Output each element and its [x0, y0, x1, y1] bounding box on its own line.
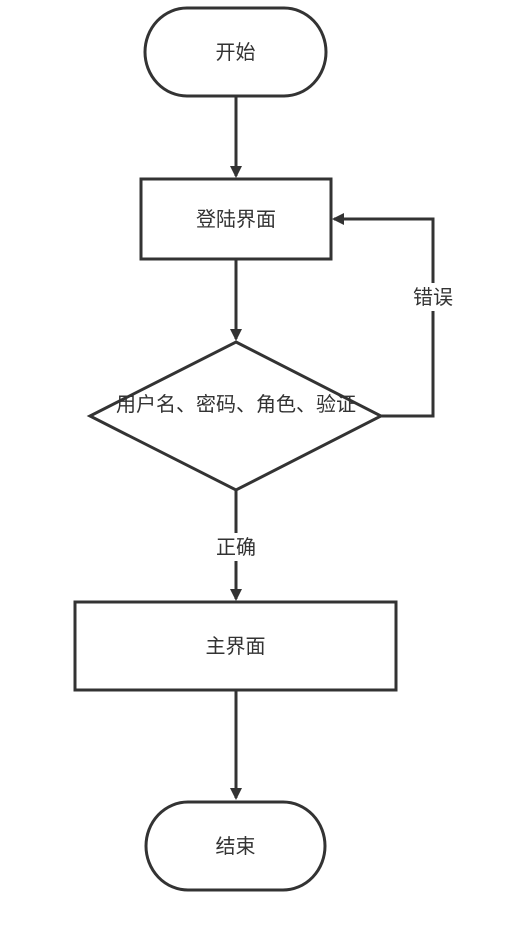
- edge-correct-label: 正确: [212, 533, 260, 561]
- main-process-shape: [73, 600, 398, 692]
- start-terminal-shape: [143, 6, 328, 98]
- end-terminal-shape: [144, 800, 327, 892]
- login-process-shape: [139, 177, 333, 261]
- edge-error-path: [332, 213, 435, 418]
- login-label: 登陆界面: [196, 207, 276, 231]
- end-label: 结束: [215, 834, 256, 858]
- main-label: 主界面: [205, 634, 266, 658]
- edge-error-label: 错误: [410, 283, 456, 311]
- start-label: 开始: [215, 40, 256, 64]
- check-label: 用户名、密码、角色、验证: [116, 392, 356, 416]
